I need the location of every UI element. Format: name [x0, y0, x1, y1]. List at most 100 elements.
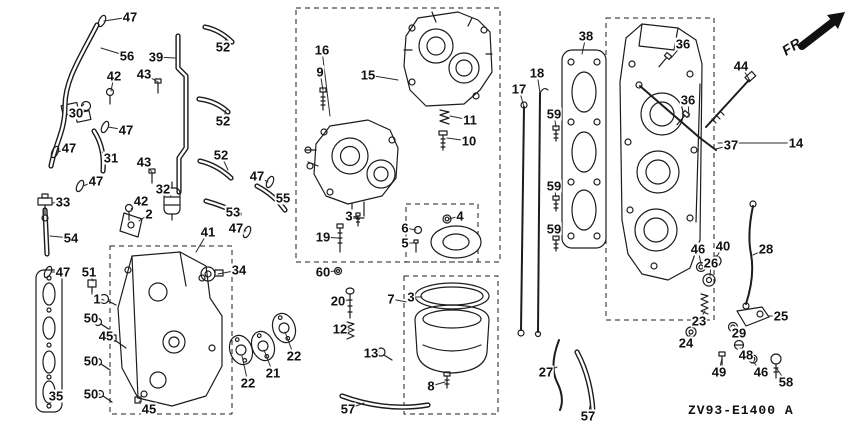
joint-33	[37, 193, 53, 222]
intake-manifold-14	[619, 23, 703, 281]
screw-58	[770, 353, 782, 379]
part-number-30: 30	[67, 105, 85, 121]
part-number-8: 8	[426, 378, 436, 394]
part-number-56: 56	[118, 48, 136, 64]
part-number-48: 48	[737, 347, 755, 363]
fuel-pipe-39	[175, 33, 189, 195]
part-number-47: 47	[121, 9, 139, 25]
part-number-15: 15	[359, 67, 377, 83]
part-number-7: 7	[386, 291, 396, 307]
part-number-9: 9	[315, 64, 325, 80]
plug-51	[87, 279, 97, 295]
part-number-52: 52	[214, 113, 232, 129]
throttle-link-rods	[517, 87, 549, 338]
part-number-47: 47	[227, 220, 245, 236]
part-number-55: 55	[274, 190, 292, 206]
part-number-54: 54	[62, 230, 80, 246]
part-number-50: 50	[82, 310, 100, 326]
part-number-41: 41	[199, 224, 217, 240]
float-chamber-assembly	[414, 282, 490, 374]
part-number-27: 27	[537, 364, 555, 380]
part-number-18: 18	[528, 65, 546, 81]
part-number-44: 44	[732, 58, 750, 74]
part-number-28: 28	[757, 241, 775, 257]
spring-12	[346, 321, 355, 340]
fuel-filter-32	[163, 181, 181, 221]
part-number-32: 32	[154, 181, 172, 197]
part-number-29: 29	[730, 325, 748, 341]
part-number-43: 43	[135, 66, 153, 82]
side-gasket-35	[35, 269, 63, 413]
float-ring-4-area	[413, 214, 482, 259]
part-number-26: 26	[702, 255, 720, 271]
screw-5	[413, 239, 419, 253]
part-number-47: 47	[117, 122, 135, 138]
part-number-17: 17	[510, 81, 528, 97]
bracket-2	[119, 212, 143, 238]
diagram-code: ZV93-E1400 A	[688, 403, 794, 418]
part-number-6: 6	[400, 220, 410, 236]
spring-11	[439, 109, 450, 125]
bolt-36a	[658, 51, 673, 68]
part-number-50: 50	[82, 386, 100, 402]
part-number-24: 24	[677, 335, 695, 351]
part-number-36: 36	[679, 92, 697, 108]
part-number-10: 10	[460, 133, 478, 149]
part-number-37: 37	[722, 137, 740, 153]
lever-25	[736, 306, 770, 327]
part-number-16: 16	[313, 42, 331, 58]
part-number-58: 58	[777, 374, 795, 390]
part-number-45: 45	[140, 401, 158, 417]
fuel-hose-57b	[574, 349, 596, 415]
main-jet-20	[345, 287, 355, 319]
bolt-42a	[105, 87, 115, 105]
part-number-34: 34	[230, 262, 248, 278]
part-number-39: 39	[147, 49, 165, 65]
hose-55	[254, 183, 288, 213]
part-number-47: 47	[248, 168, 266, 184]
part-number-22: 22	[239, 375, 257, 391]
part-number-23: 23	[690, 313, 708, 329]
part-number-25: 25	[772, 308, 790, 324]
tube-54	[42, 207, 50, 257]
part-number-52: 52	[212, 147, 230, 163]
part-number-59: 59	[545, 178, 563, 194]
leader-line	[321, 49, 331, 117]
bolt-44	[705, 70, 757, 128]
part-number-46: 46	[752, 364, 770, 380]
part-number-11: 11	[462, 112, 478, 128]
part-number-47: 47	[54, 264, 72, 280]
screw-3a	[355, 212, 361, 227]
part-number-13: 13	[362, 345, 380, 361]
part-number-33: 33	[54, 194, 72, 210]
part-number-2: 2	[144, 206, 154, 222]
hose-52c	[197, 158, 234, 181]
part-number-1: 1	[92, 291, 102, 307]
part-number-49: 49	[710, 364, 728, 380]
part-number-59: 59	[545, 106, 563, 122]
part-number-36: 36	[674, 36, 692, 52]
part-number-60: 60	[314, 264, 332, 280]
hose-31	[91, 128, 106, 174]
part-number-47: 47	[60, 140, 78, 156]
part-number-3: 3	[406, 289, 416, 305]
part-number-35: 35	[47, 388, 65, 404]
part-number-38: 38	[577, 28, 595, 44]
part-number-42: 42	[132, 193, 150, 209]
carburetor-assembly-mid	[304, 119, 399, 219]
part-number-47: 47	[87, 173, 105, 189]
part-number-42: 42	[105, 68, 123, 84]
part-number-59: 59	[545, 221, 563, 237]
part-number-19: 19	[314, 229, 332, 245]
hose-52a	[202, 24, 235, 45]
part-number-14: 14	[787, 135, 805, 151]
fuel-hose-57a	[339, 393, 431, 410]
part-number-31: 31	[102, 150, 120, 166]
part-number-21: 21	[264, 365, 282, 381]
part-number-5: 5	[400, 235, 410, 251]
part-number-45: 45	[97, 328, 115, 344]
screw-10	[438, 130, 448, 151]
